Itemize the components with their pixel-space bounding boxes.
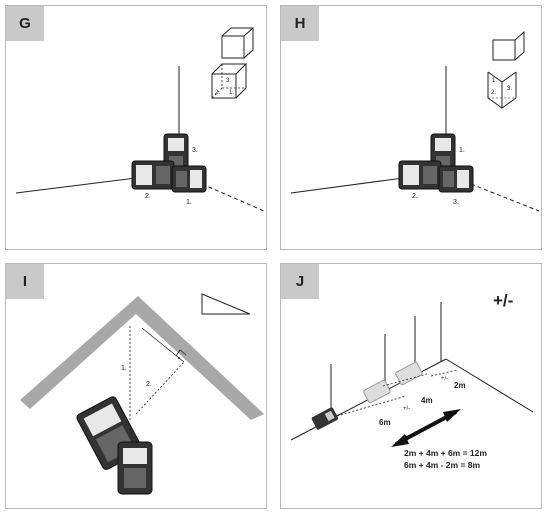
h-box-open-icon (492, 30, 525, 61)
panel-i-letter: I (6, 264, 44, 299)
panel-h-diagram: 1. 2. 3. 1. 2. 3. (290, 30, 540, 212)
panel-j-diagram: +/- 2m 4m 6m +/- +/- (290, 291, 534, 470)
h-box-labeled-icon (487, 71, 517, 109)
h-label-3: 3. (453, 199, 459, 206)
panel-g: G 3. 2. 1. (5, 5, 267, 250)
j-dist-2m: 2m (454, 381, 466, 390)
i-diagonal-dim (135, 361, 185, 415)
h-label-2: 2. (412, 193, 418, 200)
i-triangle-icon (201, 293, 251, 315)
h-device-left (398, 160, 442, 190)
g-icon-label-3: 3. (226, 78, 231, 84)
h-right-edge (470, 183, 540, 212)
panel-j-letter: J (281, 264, 319, 299)
h-icon-label-3: 3. (507, 86, 512, 92)
i-label-2: 2. (146, 381, 152, 388)
j-plusminus-2: +/- (403, 406, 410, 412)
panel-j: J +/- 2m 4m 6m +/- +/- (280, 263, 542, 509)
j-dist-4m: 4m (421, 396, 433, 405)
g-cube-outline-icon (221, 27, 255, 59)
g-label-3: 3. (192, 147, 198, 154)
j-plusminus-1: +/- (441, 376, 448, 382)
g-device-right (171, 165, 207, 193)
j-device-ghost-2 (395, 361, 423, 386)
panel-g-letter: G (6, 6, 44, 41)
j-dist-6m: 6m (379, 418, 391, 427)
h-device-right (438, 165, 474, 193)
i-label-1: 1. (121, 365, 127, 372)
h-icon-label-1: 1. (492, 78, 497, 84)
g-cube-labeled-icon (211, 63, 248, 99)
h-icon-label-2: 2. (491, 90, 496, 96)
g-right-edge (201, 183, 265, 212)
g-icon-label-1: 1. (229, 90, 234, 96)
i-roof-shape (20, 296, 264, 420)
j-dim-2m (430, 369, 458, 377)
i-right-angle-mark (175, 349, 187, 357)
panel-i: I 1. 2. (5, 263, 267, 509)
g-label-2: 2. (145, 193, 151, 200)
panel-g-diagram: 3. 2. 1. 3. 2. 1. (15, 27, 265, 212)
j-device-solid (311, 407, 339, 430)
j-formula-2: 6m + 4m - 2m = 8m (404, 460, 481, 470)
g-device-left (131, 160, 175, 190)
g-label-1: 1. (186, 199, 192, 206)
panel-h-letter: H (281, 6, 319, 41)
g-left-edge (15, 177, 137, 194)
panel-h: H 1. 2. 3. (280, 5, 542, 250)
j-double-arrow (391, 409, 461, 447)
panel-i-diagram: 1. 2. (20, 293, 264, 495)
h-label-1: 1. (459, 147, 465, 154)
i-roof-line (141, 327, 185, 363)
i-device-upright (117, 441, 153, 495)
g-icon-label-2: 2. (215, 90, 220, 96)
j-floor-edge-right (445, 358, 534, 413)
j-device-ghost-1 (363, 379, 391, 404)
j-formula-1: 2m + 4m + 6m = 12m (404, 448, 487, 458)
j-title: +/- (493, 291, 513, 310)
h-left-edge (290, 177, 404, 194)
